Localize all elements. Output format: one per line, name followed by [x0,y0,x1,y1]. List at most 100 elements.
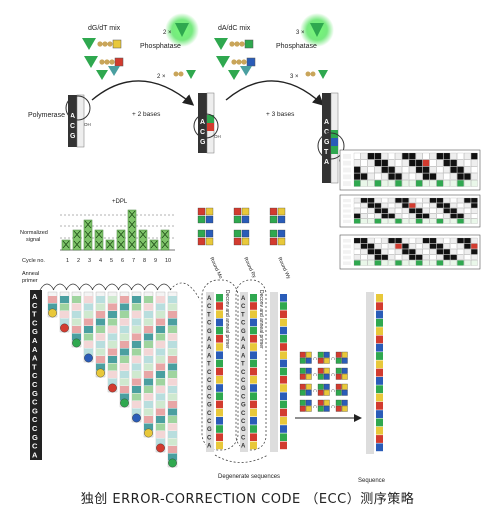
middle-color-block [280,417,287,425]
table-cell [436,213,444,219]
table-cell [360,197,368,203]
middle-color-block [216,384,223,392]
table-cell [395,218,402,224]
middle-color-block [250,376,257,384]
decode-cell [299,373,306,380]
decode-cell [323,367,330,374]
decode-cell [323,399,330,406]
table-row-head [343,209,351,213]
table-cell [409,218,416,224]
extension-block [144,363,153,371]
extension-block [72,333,81,341]
extension-block [156,333,165,341]
middle-color-block [280,351,287,359]
table-cell [429,159,437,167]
table-cell [409,254,416,261]
table-cell [429,208,437,214]
table-cell [415,243,423,249]
middle-color-block [216,400,223,409]
table-cell [388,243,395,249]
table-cell [443,213,451,219]
table-cell [402,243,409,249]
table-cell [436,218,444,224]
svg-text:A: A [324,119,329,126]
table-cell [367,173,375,180]
ecc-table-2 [339,194,481,228]
table-cell [395,208,402,214]
decode-cell [317,367,324,374]
extension-block [168,326,177,333]
signal-cross [73,240,81,249]
table-cell [457,213,464,219]
intersect-symbol: ∩ [331,404,335,410]
table-cell [360,260,368,266]
table-cell [409,166,416,174]
table-cell [367,166,375,174]
decode-cell [299,399,306,406]
extension-block [108,318,117,326]
table-cell [415,208,423,214]
final-color-block [376,327,383,335]
extension-block [96,318,105,326]
signal-cross [62,240,70,249]
decode-cell [335,357,342,364]
table-cell [388,203,395,208]
table-cell [409,173,416,180]
extension-block [108,363,117,371]
signal-bar [116,229,126,251]
middle-color-block [250,310,257,318]
middle-color-block [216,408,223,417]
extension-block [144,423,153,431]
middle-base: A [241,337,246,343]
anneal-line2: primer [22,278,38,284]
extension-block [144,416,153,423]
table-cell [464,166,471,174]
table-cell [415,213,423,219]
table-cell [395,254,402,261]
extension-block [120,333,129,341]
cycle-arc [169,282,201,301]
table-cell [402,159,409,167]
table-cell [374,173,382,180]
table-cell [367,260,375,266]
middle-color-block [280,433,287,441]
table-cell [464,213,471,219]
table-cell [443,243,451,249]
extension-block [168,333,177,341]
figure-caption: 独创 ERROR-CORRECTION CODE （ECC）测序策略 [80,492,415,507]
table-cell [353,260,361,266]
middle-base: A [241,353,246,359]
middle-color-block [280,359,287,368]
signal-cross [95,240,103,249]
table-cell [471,218,478,224]
template-base: A [32,354,38,363]
extension-block [156,363,165,371]
table-cell [409,213,416,219]
table-cell [471,180,478,187]
round-icon-cell [205,207,214,216]
table-cell [429,260,437,266]
extension-block [168,378,177,386]
table-cell [381,237,389,244]
middle-base: A [207,444,212,450]
table-cell [367,180,375,187]
round-icon-cell [205,237,214,246]
table-row-head [343,261,351,265]
cycle-tick: 1 [66,258,69,264]
decode-cell [317,373,324,380]
table-cell [471,203,478,208]
extension-block [144,303,153,311]
svg-text:C: C [324,129,329,136]
table-cell [429,203,437,208]
dpl-label: +DPL [112,199,128,205]
nucleotide-dot [84,353,93,363]
table-cell [381,197,389,203]
table-cell [367,243,375,249]
table-cell [464,197,471,203]
table-cell [443,166,451,174]
table-row-head [343,181,351,186]
table-cell [388,166,395,174]
table-cell [353,254,361,261]
table-cell [457,197,464,203]
